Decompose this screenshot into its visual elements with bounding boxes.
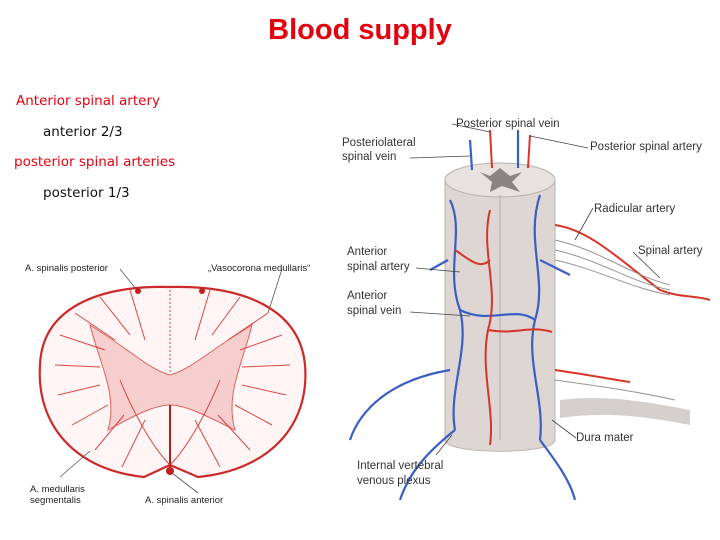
- label-anterior-spinal-vein-line1: Anterior: [347, 290, 388, 302]
- text-anterior-spinal-artery: Anterior spinal artery: [16, 93, 160, 109]
- cord-segment-figure: [348, 123, 711, 500]
- label-a-medullaris-line2: segmentalis: [30, 495, 81, 506]
- cross-section-figure: [20, 255, 325, 515]
- label-vasocorona: „Vasocorona medullaris“: [208, 263, 311, 274]
- label-anterior-spinal-artery-line2: spinal artery: [347, 261, 410, 273]
- label-posterolateral-line2: spinal vein: [342, 151, 397, 163]
- text-anterior-two-thirds: anterior 2/3: [43, 124, 123, 140]
- label-internal-plexus-line1: Internal vertebral: [357, 460, 444, 472]
- label-a-spinalis-anterior: A. spinalis anterior: [145, 495, 224, 506]
- label-anterior-spinal-vein-line2: spinal vein: [347, 305, 402, 317]
- text-posterior-spinal-arteries: posterior spinal arteries: [14, 154, 176, 170]
- label-anterior-spinal-artery-line1: Anterior: [347, 246, 388, 258]
- label-radicular-artery: Radicular artery: [594, 203, 676, 215]
- label-a-medullaris-line1: A. medullaris: [30, 484, 85, 495]
- label-internal-plexus-line2: venous plexus: [357, 475, 431, 487]
- page-title: Blood supply: [268, 14, 452, 46]
- label-spinal-artery: Spinal artery: [638, 245, 703, 257]
- label-posterior-spinal-vein: Posterior spinal vein: [456, 118, 560, 130]
- label-posterolateral-line1: Posteriolateral: [342, 137, 416, 149]
- label-a-spinalis-posterior: A. spinalis posterior: [25, 263, 108, 274]
- text-posterior-one-third: posterior 1/3: [43, 185, 130, 201]
- label-dura-mater: Dura mater: [576, 432, 634, 444]
- label-posterior-spinal-artery: Posterior spinal artery: [590, 141, 702, 153]
